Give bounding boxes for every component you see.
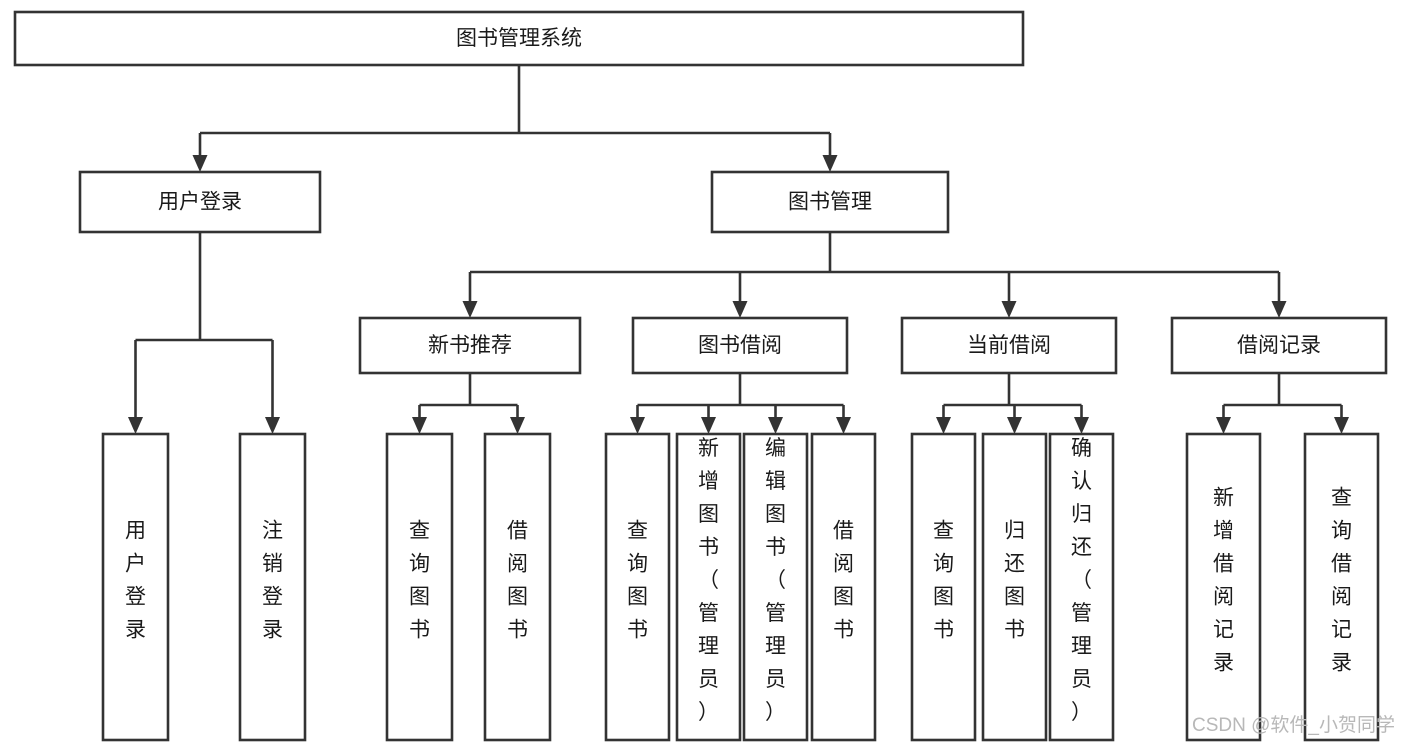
node-label: 查询借阅记录 — [1331, 487, 1352, 675]
node-label: 借阅图书 — [833, 520, 854, 642]
node-book-manage[interactable]: 图书管理 — [710, 170, 950, 234]
node-leaf-confirm-return[interactable]: 确认归还（管理员） — [1048, 432, 1115, 742]
node-label: 注销登录 — [262, 520, 283, 642]
node-layer: 图书管理系统用户登录图书管理新书推荐图书借阅当前借阅借阅记录用户登录注销登录查询… — [13, 10, 1388, 742]
node-label: 编辑图书（管理员） — [765, 437, 786, 724]
node-label: 图书管理系统 — [456, 27, 582, 50]
connector-new-book-rec — [412, 373, 525, 434]
node-label: 归还图书 — [1004, 520, 1025, 642]
node-current-borrow[interactable]: 当前借阅 — [900, 316, 1118, 375]
node-leaf-query-book-bor[interactable]: 查询图书 — [604, 432, 671, 742]
node-borrow-record[interactable]: 借阅记录 — [1170, 316, 1388, 375]
node-user-login[interactable]: 用户登录 — [78, 170, 322, 234]
node-label: 借阅记录 — [1237, 334, 1321, 357]
connector-borrow-record — [1216, 373, 1349, 434]
connector-layer — [128, 65, 1349, 434]
node-leaf-add-book[interactable]: 新增图书（管理员） — [675, 432, 742, 742]
node-leaf-borrow-book-bor[interactable]: 借阅图书 — [810, 432, 877, 742]
node-root[interactable]: 图书管理系统 — [13, 10, 1025, 67]
connector-current-borrow — [936, 373, 1089, 434]
node-leaf-user-login[interactable]: 用户登录 — [101, 432, 170, 742]
connector-book-manage — [462, 232, 1287, 318]
node-leaf-borrow-book-rec[interactable]: 借阅图书 — [483, 432, 552, 742]
node-label: 新增借阅记录 — [1213, 487, 1234, 675]
node-label: 新增图书（管理员） — [698, 437, 719, 724]
connector-book-borrow — [630, 373, 851, 434]
node-label: 查询图书 — [627, 520, 648, 642]
node-leaf-return-book[interactable]: 归还图书 — [981, 432, 1048, 742]
node-label: 查询图书 — [409, 520, 430, 642]
node-label: 借阅图书 — [507, 520, 528, 642]
node-label: 当前借阅 — [967, 334, 1051, 357]
connector-root — [192, 65, 838, 172]
node-label: 查询图书 — [933, 520, 954, 642]
node-label: 用户登录 — [125, 520, 146, 642]
node-leaf-query-record[interactable]: 查询借阅记录 — [1303, 432, 1380, 742]
csdn-watermark: CSDN @软件_小贺同学 — [1192, 714, 1395, 736]
node-label: 新书推荐 — [428, 334, 512, 357]
node-leaf-query-book-cur[interactable]: 查询图书 — [910, 432, 977, 742]
connector-user-login — [128, 232, 280, 434]
node-leaf-user-logout[interactable]: 注销登录 — [238, 432, 307, 742]
node-label: 用户登录 — [158, 191, 242, 214]
node-label: 图书借阅 — [698, 334, 782, 357]
node-new-book-rec[interactable]: 新书推荐 — [358, 316, 582, 375]
node-label: 确认归还（管理员） — [1071, 437, 1092, 724]
node-leaf-add-record[interactable]: 新增借阅记录 — [1185, 432, 1262, 742]
node-label: 图书管理 — [788, 191, 872, 214]
node-leaf-query-book-rec[interactable]: 查询图书 — [385, 432, 454, 742]
node-book-borrow[interactable]: 图书借阅 — [631, 316, 849, 375]
node-leaf-edit-book[interactable]: 编辑图书（管理员） — [742, 432, 809, 742]
